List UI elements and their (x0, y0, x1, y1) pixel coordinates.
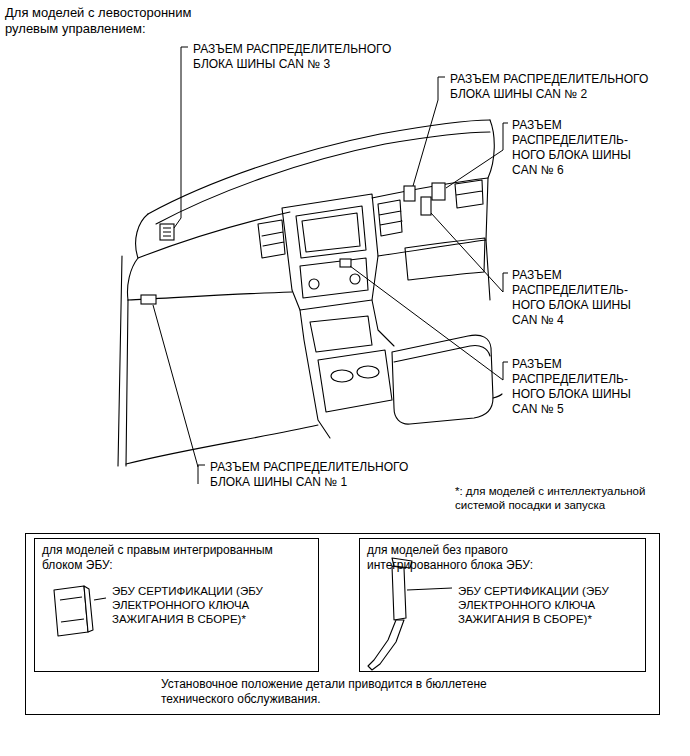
knob (309, 279, 319, 289)
can-connector (432, 183, 445, 200)
leader-line (446, 123, 508, 188)
part-label: РАЗЪЕМ РАСПРЕДЕЛИТЕЛЬНОГО БЛОКА ШИНЫ CAN… (210, 460, 435, 490)
ecu-detail (60, 597, 84, 622)
footnote: *: для моделей с интеллектуальной систем… (455, 484, 647, 512)
can-connector (160, 224, 174, 240)
knob (350, 274, 360, 284)
windshield-edge (148, 120, 490, 214)
ecu-bracket-arm (368, 620, 404, 670)
leader-line (153, 305, 205, 484)
part-label: РАЗЪЕМ РАСПРЕДЕЛИТЕЛЬНОГО БЛОКА ШИНЫ CAN… (450, 72, 675, 102)
air-vent (258, 220, 285, 258)
dash-front-right (372, 178, 488, 198)
ecu-unit-side (84, 586, 93, 632)
can-connector (421, 197, 431, 215)
leader-line (413, 77, 445, 186)
console-tray (318, 350, 392, 412)
part-label: РАЗЪЕМ РАСПРЕДЕЛИТЕЛЬ- НОГО БЛОКА ШИНЫ C… (512, 118, 652, 178)
screen (302, 213, 360, 252)
air-vent (455, 180, 483, 208)
cup-holder (357, 366, 379, 378)
title: Для моделей с левосторонним рулевым упра… (5, 5, 220, 37)
leader-line (350, 266, 508, 380)
leader-line (407, 588, 452, 590)
control-panel (300, 258, 368, 298)
variant-box: для моделей с правым интегрированным бло… (34, 538, 319, 672)
air-vent (378, 200, 402, 236)
leader-line (431, 213, 508, 292)
can-connector (340, 259, 351, 267)
cup-holder (331, 370, 353, 382)
dash-right-end (486, 120, 494, 300)
part-label: РАЗЪЕМ РАСПРЕДЕЛИТЕЛЬ- НОГО БЛОКА ШИНЫ C… (512, 268, 652, 328)
part-label: ЭБУ СЕРТИФИКАЦИИ (ЭБУ ЭЛЕКТРОННОГО КЛЮЧА… (112, 584, 292, 626)
part-label: РАЗЪЕМ РАСПРЕДЕЛИТЕЛЬ- НОГО БЛОКА ШИНЫ C… (512, 357, 652, 417)
note-text: Установочное положение детали приводится… (161, 677, 511, 707)
ecu-unit (54, 586, 88, 636)
leader-line (94, 598, 106, 600)
screen-frame (296, 206, 366, 258)
ecu-unit (392, 566, 406, 620)
part-label: ЭБУ СЕРТИФИКАЦИИ (ЭБУ ЭЛЕКТРОННОГО КЛЮЧА… (458, 584, 636, 626)
leader-line (174, 47, 188, 228)
armrest (392, 335, 493, 424)
connector-ridge (163, 228, 171, 236)
door-trim (118, 256, 128, 466)
dash-top (156, 132, 490, 224)
shifter-plate (310, 316, 372, 352)
outer-frame: Установочное положение детали приводится… (25, 533, 660, 715)
variant-heading: для моделей без правого интегрированного… (367, 543, 572, 573)
console-sides (300, 300, 394, 438)
variant-heading: для моделей с правым интегрированным бло… (42, 543, 304, 573)
can-connector (141, 295, 156, 304)
part-label: РАЗЪЕМ РАСПРЕДЕЛИТЕЛЬНОГО БЛОКА ШИНЫ CAN… (193, 42, 418, 72)
center-stack (282, 194, 378, 310)
floor-line (126, 394, 502, 464)
can-connector (404, 186, 415, 201)
dash-lower-right (378, 240, 486, 256)
dash-front-left (138, 212, 290, 258)
variant-box: для моделей без правого интегрированного… (359, 538, 646, 672)
dash-left-end (127, 214, 148, 300)
